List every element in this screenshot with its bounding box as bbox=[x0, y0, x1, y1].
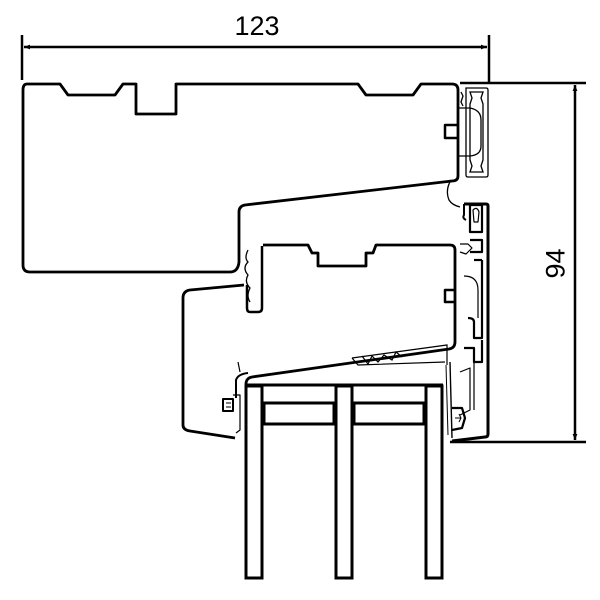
outer-frame-profile bbox=[21, 82, 460, 274]
spacer-2 bbox=[352, 401, 426, 426]
width-dimension bbox=[20, 35, 491, 82]
lower-cladding bbox=[445, 202, 490, 443]
glass-pane-3 bbox=[424, 384, 444, 580]
height-dimension-label: 94 bbox=[540, 248, 571, 279]
width-dimension-label: 123 bbox=[234, 11, 280, 41]
glass-pane-1 bbox=[244, 384, 264, 580]
sash-profile bbox=[244, 243, 457, 398]
glazing-unit bbox=[244, 383, 444, 580]
drip-detail bbox=[351, 344, 448, 366]
glazing-bead-clip bbox=[222, 398, 234, 412]
height-dimension bbox=[450, 81, 586, 444]
lower-frame-profile bbox=[181, 283, 249, 440]
spacer-1 bbox=[262, 401, 336, 426]
upper-cladding bbox=[446, 87, 489, 208]
glass-pane-2 bbox=[334, 384, 354, 580]
